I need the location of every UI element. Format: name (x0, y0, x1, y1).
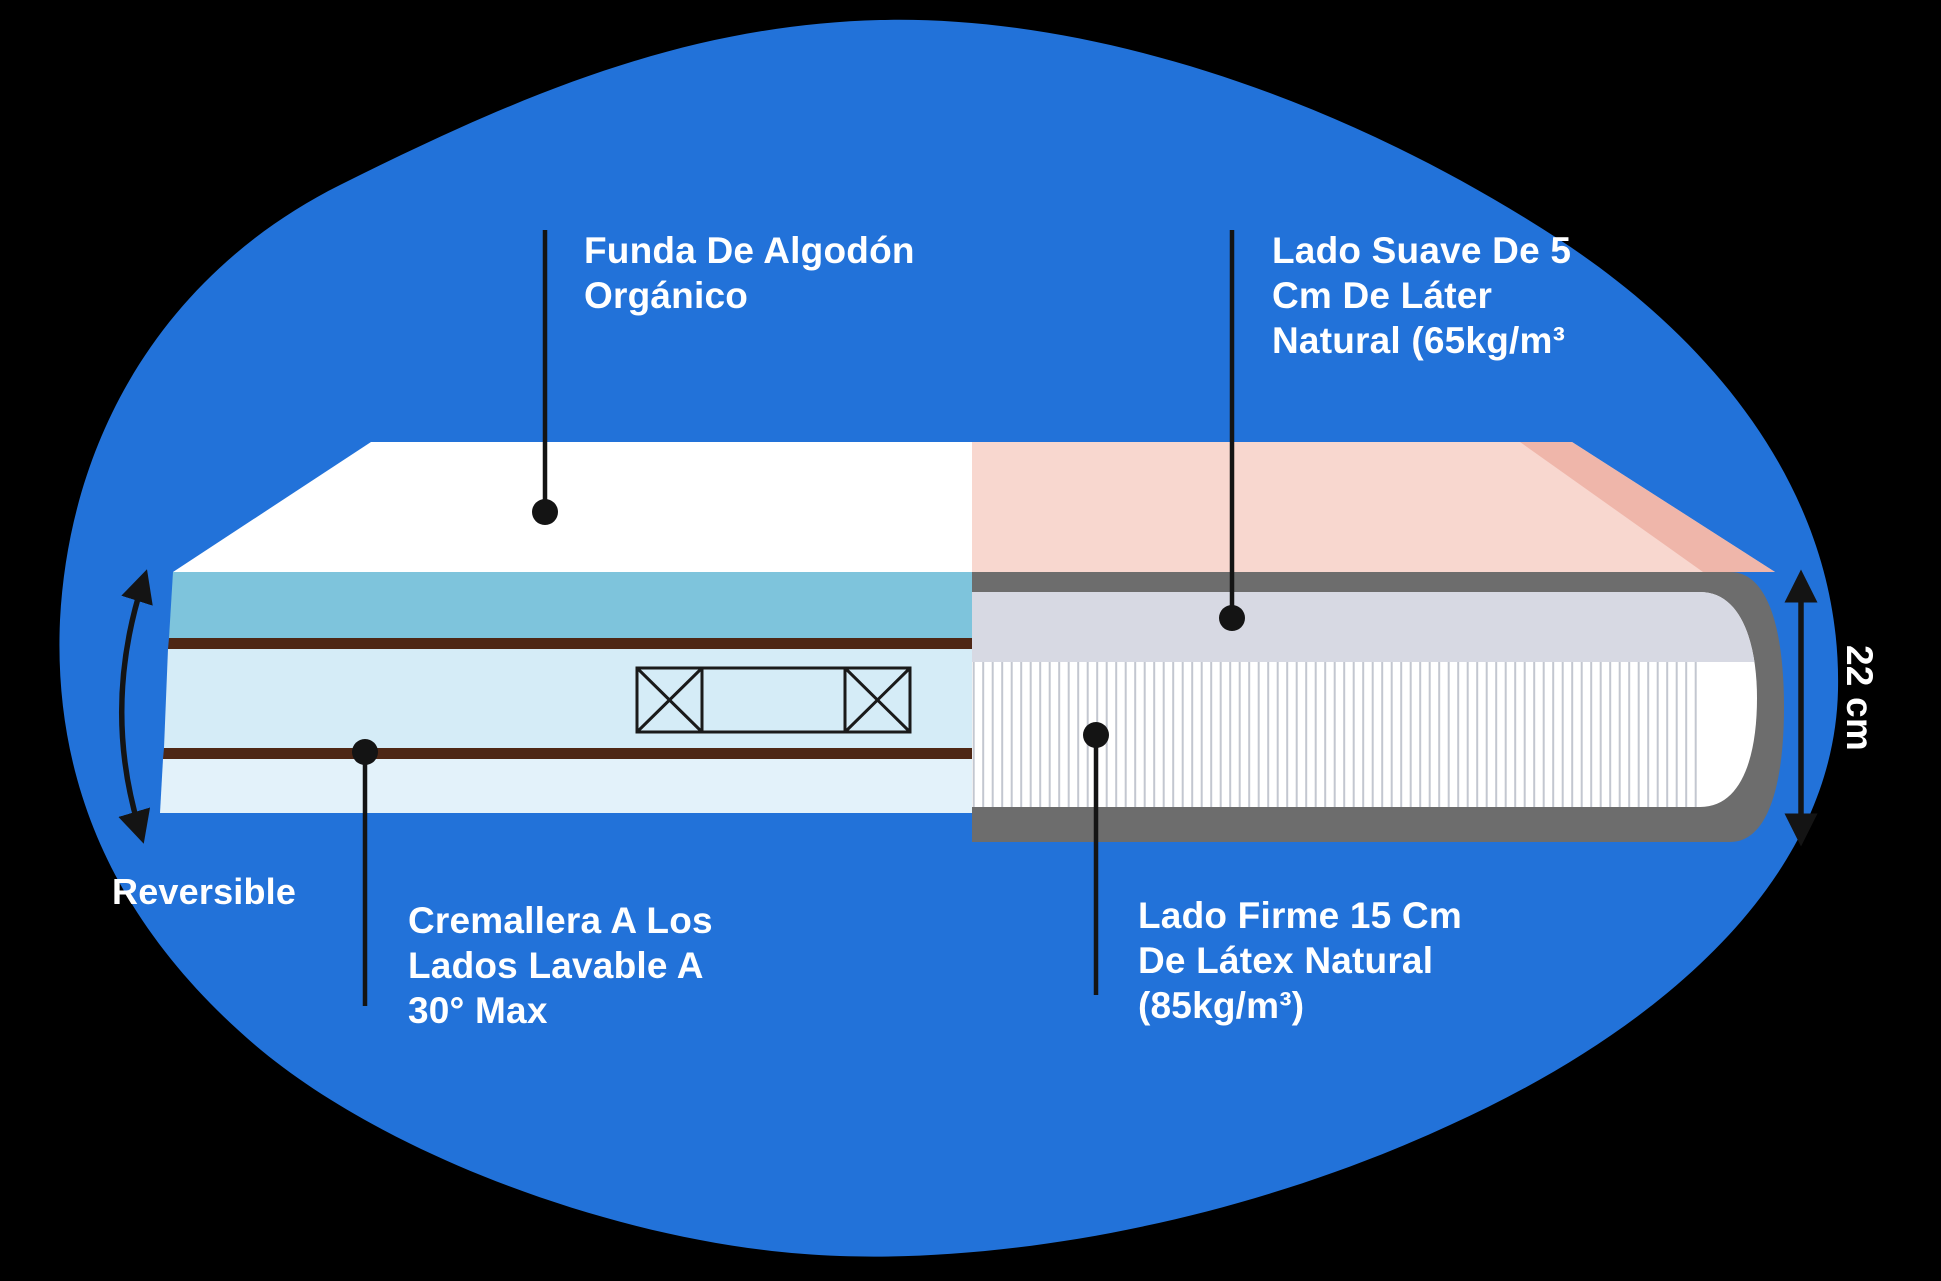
cremallera-label-line2: Lados Lavable A (408, 945, 704, 987)
reversible-arrow-icon (118, 569, 153, 844)
lado-firme-label: Lado Firme 15 Cm De Látex Natural (85kg/… (1138, 893, 1462, 1028)
zipper-icon (635, 666, 912, 734)
cremallera-label: Cremallera A Los Lados Lavable A 30° Max (408, 898, 713, 1033)
lado-suave-label-line3: Natural (65kg/m³ (1272, 320, 1566, 362)
cover-band-blue (164, 649, 972, 748)
funda-label-line2: Orgánico (584, 275, 749, 317)
cover-top-face (173, 442, 972, 572)
mattress-illustration (160, 442, 1784, 842)
height-label: 22 cm (1839, 645, 1880, 751)
funda-label: Funda De Algodón Orgánico (584, 228, 915, 318)
lado-suave-label-line1: Lado Suave De 5 (1272, 230, 1572, 271)
funda-marker-dot (532, 499, 558, 525)
cremallera-label-line3: 30° Max (408, 990, 548, 1032)
cover-band-teal (169, 572, 972, 638)
lado-firme-label-line3: (85kg/m³) (1138, 985, 1305, 1027)
cover-trim-bottom (163, 748, 972, 759)
reversible-label: Reversible (112, 871, 297, 912)
cremallera-label-line1: Cremallera A Los (408, 900, 713, 941)
firm-latex-layer (972, 662, 1700, 807)
cover-band-blue-lower (160, 759, 972, 813)
cremallera-marker-dot (352, 739, 378, 765)
funda-label-line1: Funda De Algodón (584, 230, 915, 271)
lado-firme-marker-dot (1083, 722, 1109, 748)
lado-suave-label: Lado Suave De 5 Cm De Láter Natural (65k… (1272, 228, 1571, 363)
lado-firme-label-line2: De Látex Natural (1138, 940, 1434, 982)
lado-suave-label-line2: Cm De Láter (1272, 275, 1493, 317)
lado-firme-label-line1: Lado Firme 15 Cm (1138, 895, 1462, 936)
lado-suave-marker-dot (1219, 605, 1245, 631)
soft-latex-top-edge (1520, 442, 1775, 572)
annotations (118, 230, 1818, 1006)
cover-trim-top (168, 638, 972, 649)
soft-latex-layer (972, 592, 1757, 662)
